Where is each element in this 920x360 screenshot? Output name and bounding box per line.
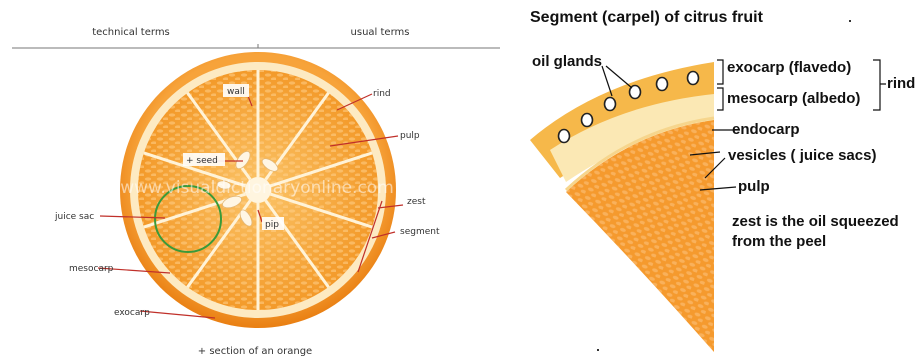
label-pulp-right: pulp	[738, 178, 770, 195]
label-pulp: pulp	[400, 131, 420, 141]
label-juice-sac: juice sac	[54, 212, 94, 222]
svg-text:exocarp: exocarp	[114, 308, 150, 318]
svg-text:mesocarp: mesocarp	[69, 264, 114, 274]
svg-text:juice sac: juice sac	[54, 212, 94, 222]
carpel-illustration	[530, 62, 714, 352]
label-mesocarp: mesocarp	[69, 264, 114, 274]
watermark: www.visualdictionaryonline.com	[120, 178, 394, 198]
svg-text:pulp: pulp	[400, 131, 420, 141]
label-segment: segment	[400, 227, 440, 237]
header-technical-terms: technical terms	[92, 27, 170, 38]
caption: + section of an orange	[198, 346, 312, 357]
label-vesicles: vesicles ( juice sacs)	[728, 147, 876, 164]
note-line-1: zest is the oil squeezed	[732, 213, 899, 230]
label-rind-right: rind	[887, 75, 915, 92]
title-dot	[849, 20, 851, 22]
note-line-2: from the peel	[732, 233, 826, 250]
label-oil-glands: oil glands	[532, 53, 602, 70]
svg-text:rind: rind	[373, 89, 391, 99]
svg-text:zest: zest	[407, 197, 426, 207]
header-usual-terms: usual terms	[351, 27, 410, 38]
label-endocarp: endocarp	[732, 121, 800, 138]
svg-text:wall: wall	[227, 87, 245, 97]
label-mesocarp-albedo: mesocarp (albedo)	[727, 90, 860, 107]
label-zest: zest	[407, 197, 426, 207]
label-pip: pip	[262, 217, 284, 230]
stray-dot	[597, 349, 599, 351]
left-panel: technical terms usual terms www.visualdi…	[12, 27, 500, 357]
svg-text:segment: segment	[400, 227, 440, 237]
right-title: Segment (carpel) of citrus fruit	[530, 9, 764, 26]
label-seed: + seed	[183, 153, 225, 166]
label-exocarp-flavedo: exocarp (flavedo)	[727, 59, 851, 76]
svg-text:+ seed: + seed	[186, 156, 218, 166]
label-exocarp: exocarp	[114, 308, 150, 318]
label-wall: wall	[223, 84, 249, 97]
label-rind: rind	[373, 89, 391, 99]
header-divider	[12, 44, 500, 48]
svg-text:pip: pip	[265, 220, 279, 230]
right-panel: Segment (carpel) of citrus fruit	[530, 9, 915, 352]
